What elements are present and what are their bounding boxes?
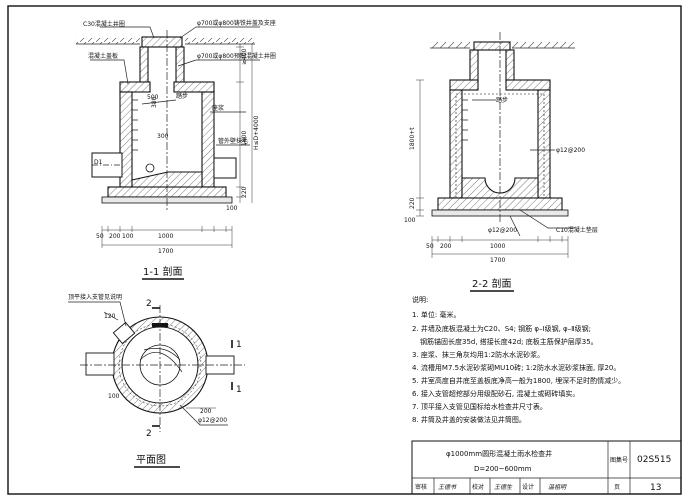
plan-view: 顶平接入支管见说明 φ12@200 2 2 1 1 200 100 120 平面… xyxy=(68,293,245,468)
plan-mark-2-bottom: 2 xyxy=(146,429,152,439)
design-label: 设计 xyxy=(522,483,534,491)
notes-block: 说明: 1. 单位: 毫米。 2. 井墙及底板混凝土为C20、S4; 钢筋 φ–… xyxy=(412,295,625,424)
dim-2-b50: 50 xyxy=(426,243,434,250)
callout-plan-rebar: φ12@200 xyxy=(198,417,227,424)
callout-grout: 座浆 xyxy=(212,104,224,112)
notes-heading: 说明: xyxy=(412,295,428,304)
callout-frame-cover: C30混凝土井圈 xyxy=(83,20,125,28)
section-1-1: C30混凝土井圈 φ700或φ800铸铁井盖及支座 φ700或φ800预制混凝土… xyxy=(76,19,276,280)
review-signature: 王德书 xyxy=(438,483,457,491)
note-item-5: 5. 井室高度自井底至盖板底净高一般为1800, 埋深不足时酌情减少。 xyxy=(412,376,625,385)
section-1-1-title: 1-1 剖面 xyxy=(143,265,183,278)
dim-1800t: 1800+t xyxy=(409,127,416,150)
dim-h-220: 220 xyxy=(241,186,248,198)
dim-b-1000: 1000 xyxy=(158,233,173,240)
review-label: 审核 xyxy=(415,483,427,491)
title-block: φ1000mm圆形混凝土雨水检查井 D=200~600mm 图集号 02S515… xyxy=(411,440,682,495)
check-label: 校对 xyxy=(472,483,484,491)
note-item-3: 3. 座浆、抹三角灰均用1:2防水水泥砂浆。 xyxy=(412,350,544,359)
plan-dim-100: 100 xyxy=(108,393,120,400)
callout-rebar-top: φ12@200 xyxy=(556,147,585,154)
callout-c10: C10混凝土垫层 xyxy=(556,226,598,234)
dim-h-total: H≤D+4000 xyxy=(253,115,260,150)
dim-2-total: 1700 xyxy=(490,257,505,264)
title-line-1: φ1000mm圆形混凝土雨水检查井 xyxy=(446,449,552,458)
dim-h-100: 100 xyxy=(226,205,238,212)
callout-ladder: 踏步 xyxy=(176,92,188,100)
dim-2-b1000: 1000 xyxy=(490,243,505,250)
dim-h-mid: 1800 xyxy=(241,131,248,146)
dim-b-50: 50 xyxy=(96,233,104,240)
plan-mark-2-top: 2 xyxy=(146,299,152,309)
callout-precast: φ700或φ800预制混凝土井圈 xyxy=(197,52,276,60)
sheet-border xyxy=(7,5,682,495)
dim-2-220: 220 xyxy=(409,197,416,209)
dim-500: 500 xyxy=(147,94,159,101)
dim-2-b200: 200 xyxy=(440,243,452,250)
page-label: 页 xyxy=(614,484,620,491)
callout-rebar-bottom: φ12@200 xyxy=(488,227,517,234)
dim-b-200: 200 xyxy=(109,233,121,240)
callout-flow: 管外壁抹毛 xyxy=(218,137,248,145)
note-item-2: 2. 井墙及底板混凝土为C20、S4; 钢筋 φ–Ⅰ级钢, φ–Ⅱ级钢; xyxy=(412,324,591,333)
page-number: 13 xyxy=(650,483,661,493)
callout-cast-iron: φ700或φ800铸铁井盖及支座 xyxy=(197,19,276,27)
note-item-6: 6. 接入支管超挖部分用级配砂石, 混凝土或砌砖填实。 xyxy=(412,389,579,398)
callout-ladder-2: 踏步 xyxy=(496,96,508,104)
dim-h-top: ≥400 xyxy=(241,48,248,65)
title-line-2: D=200~600mm xyxy=(474,465,532,473)
dim-380: 380 xyxy=(151,96,158,108)
dim-total-1700: 1700 xyxy=(158,248,173,255)
design-signature: 温祖明 xyxy=(548,483,567,491)
callout-branch: 顶平接入支管见说明 xyxy=(68,293,122,301)
plan-mark-1-bottom: 1 xyxy=(236,385,242,395)
pipe-d1-label: D1 xyxy=(94,159,103,166)
plan-dim-200: 200 xyxy=(200,408,212,415)
atlas-label: 图集号 xyxy=(610,456,628,464)
note-item-2b: 钢筋锚固长度35d, 搭接长度42d; 底板主筋保护层厚35。 xyxy=(420,337,598,346)
callout-cover-slab: 混凝土盖板 xyxy=(88,52,118,60)
plan-title: 平面图 xyxy=(136,454,166,466)
dim-2-100: 100 xyxy=(404,217,416,224)
dim-300: 300 xyxy=(157,133,169,140)
note-item-7: 7. 顶平接入支管见国标给水检查井尺寸表。 xyxy=(412,402,547,411)
note-item-1: 1. 单位: 毫米。 xyxy=(412,310,461,319)
section-2-2-title: 2-2 剖面 xyxy=(472,277,512,290)
section-2-2: 踏步 φ12@200 φ12@200 C10混凝土垫层 1800+t 220 1… xyxy=(404,32,598,292)
atlas-number: 02S515 xyxy=(637,455,671,465)
check-signature: 王德生 xyxy=(494,483,513,491)
note-item-4: 4. 流槽用M7.5水泥砂浆砌MU10砖; 1:2防水水泥砂浆抹面, 厚20。 xyxy=(412,363,620,372)
plan-dim-120: 120 xyxy=(104,313,116,320)
dim-b-100: 100 xyxy=(122,233,134,240)
note-item-8: 8. 井筒及井盖的安装做法见井筒图。 xyxy=(412,415,526,424)
plan-mark-1-top: 1 xyxy=(236,340,242,350)
